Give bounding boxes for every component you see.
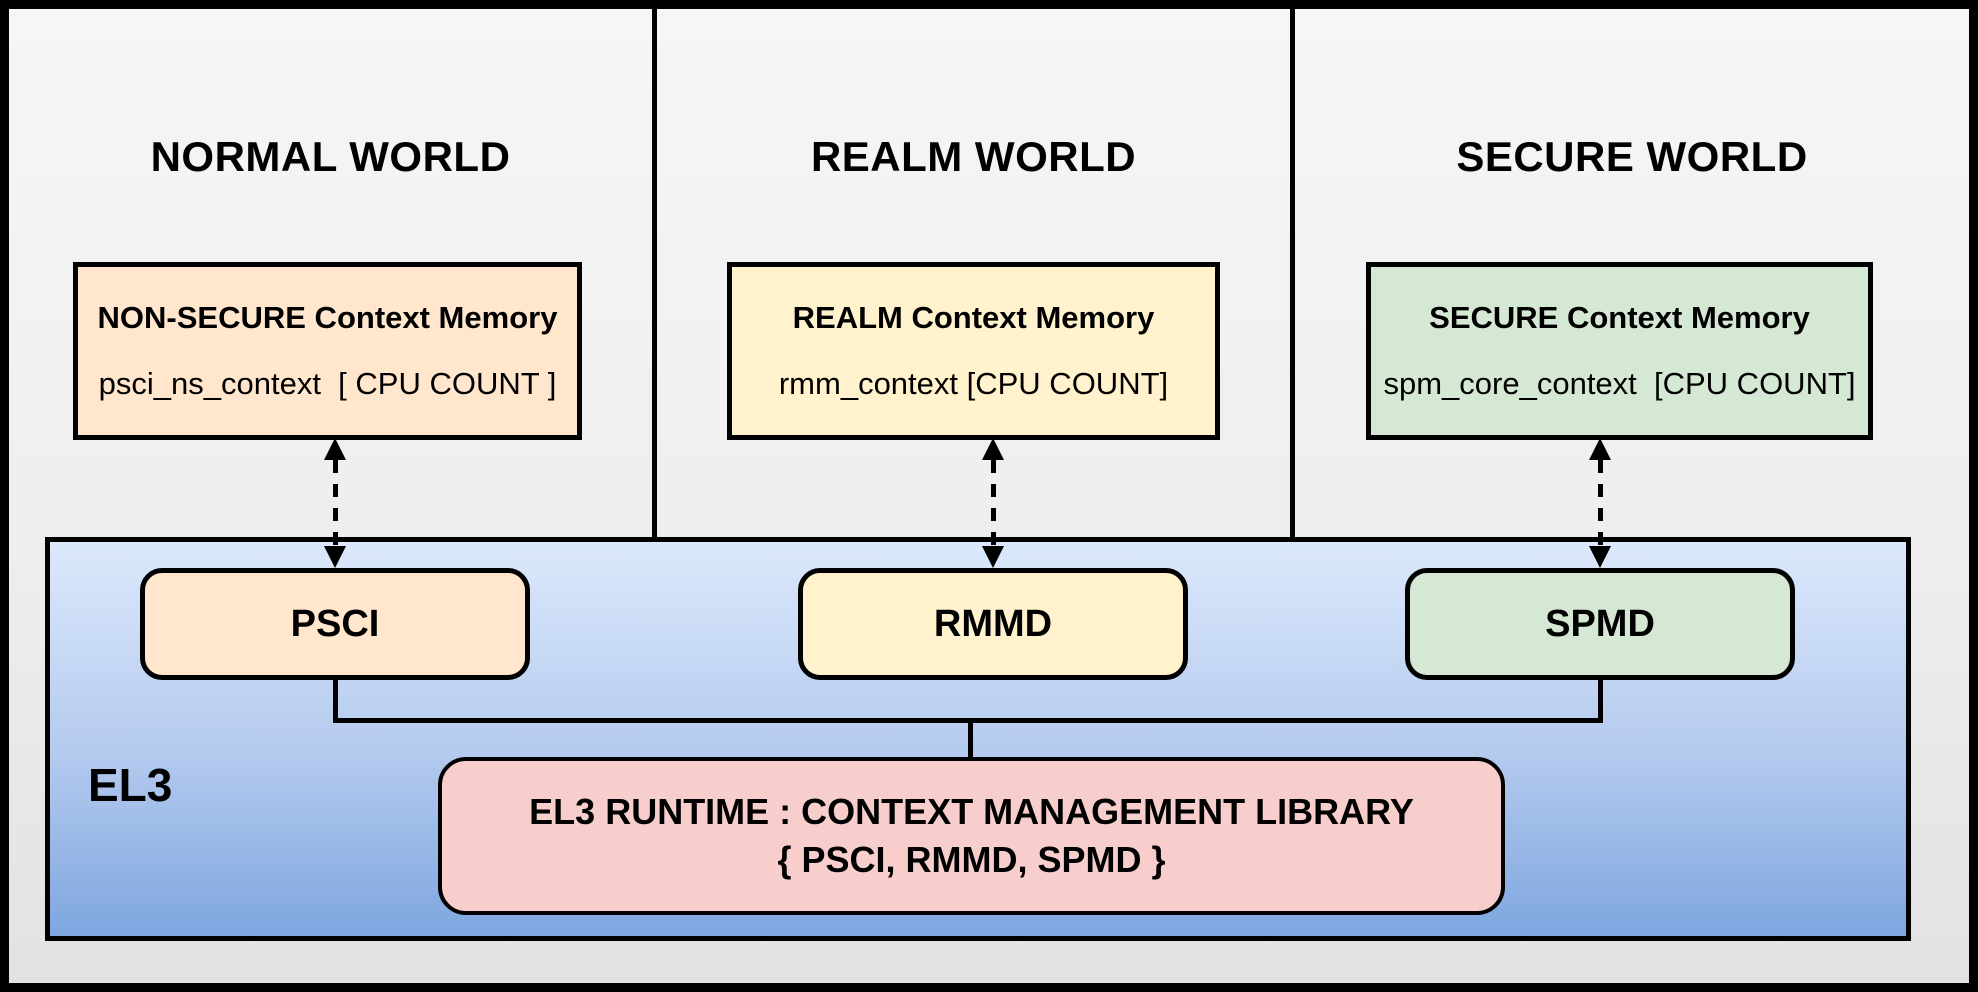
- connector-psci-drop: [333, 680, 338, 723]
- dashed-line: [990, 460, 996, 546]
- memory-code: rmm_context [CPU COUNT]: [778, 366, 1169, 401]
- rmmd-label: RMMD: [933, 602, 1053, 645]
- memory-code: psci_ns_context [ CPU COUNT ]: [98, 366, 557, 401]
- arrowhead-down-icon: [982, 546, 1004, 568]
- arrowhead-up-icon: [1589, 438, 1611, 460]
- dashed-line: [332, 460, 338, 546]
- spmd-box: SPMD: [1405, 568, 1795, 680]
- dashed-arrow-secure: [1588, 438, 1612, 568]
- spmd-label: SPMD: [1545, 602, 1655, 645]
- non-secure-context-memory-box: NON-SECURE Context Memory psci_ns_contex…: [73, 262, 582, 440]
- realm-context-memory-box: REALM Context Memory rmm_context [CPU CO…: [727, 262, 1220, 440]
- runtime-title: EL3 RUNTIME : CONTEXT MANAGEMENT LIBRARY: [529, 791, 1414, 832]
- arrowhead-up-icon: [982, 438, 1004, 460]
- dashed-line: [1597, 460, 1603, 546]
- memory-code: spm_core_context [CPU COUNT]: [1383, 366, 1856, 401]
- el3-label: EL3: [88, 759, 173, 811]
- world-divider-realm-secure: [1290, 0, 1295, 539]
- arrowhead-up-icon: [324, 438, 346, 460]
- world-divider-normal-realm: [652, 0, 657, 539]
- world-title-realm: REALM WORLD: [810, 133, 1137, 180]
- rmmd-box: RMMD: [798, 568, 1188, 680]
- dashed-arrow-normal: [323, 438, 347, 568]
- dashed-arrow-realm: [981, 438, 1005, 568]
- arrowhead-down-icon: [324, 546, 346, 568]
- arrowhead-down-icon: [1589, 546, 1611, 568]
- world-title-secure: SECURE WORLD: [1456, 133, 1808, 180]
- connector-spmd-drop: [1598, 680, 1603, 723]
- connector-runtime-drop: [968, 718, 973, 760]
- psci-label: PSCI: [290, 602, 380, 645]
- runtime-subtitle: { PSCI, RMMD, SPMD }: [777, 839, 1166, 880]
- world-title-normal: NORMAL WORLD: [150, 133, 511, 180]
- memory-title: REALM Context Memory: [792, 300, 1155, 335]
- memory-title: NON-SECURE Context Memory: [97, 300, 558, 335]
- secure-context-memory-box: SECURE Context Memory spm_core_context […: [1366, 262, 1873, 440]
- psci-box: PSCI: [140, 568, 530, 680]
- el3-runtime-box: EL3 RUNTIME : CONTEXT MANAGEMENT LIBRARY…: [438, 757, 1505, 915]
- memory-title: SECURE Context Memory: [1429, 300, 1810, 335]
